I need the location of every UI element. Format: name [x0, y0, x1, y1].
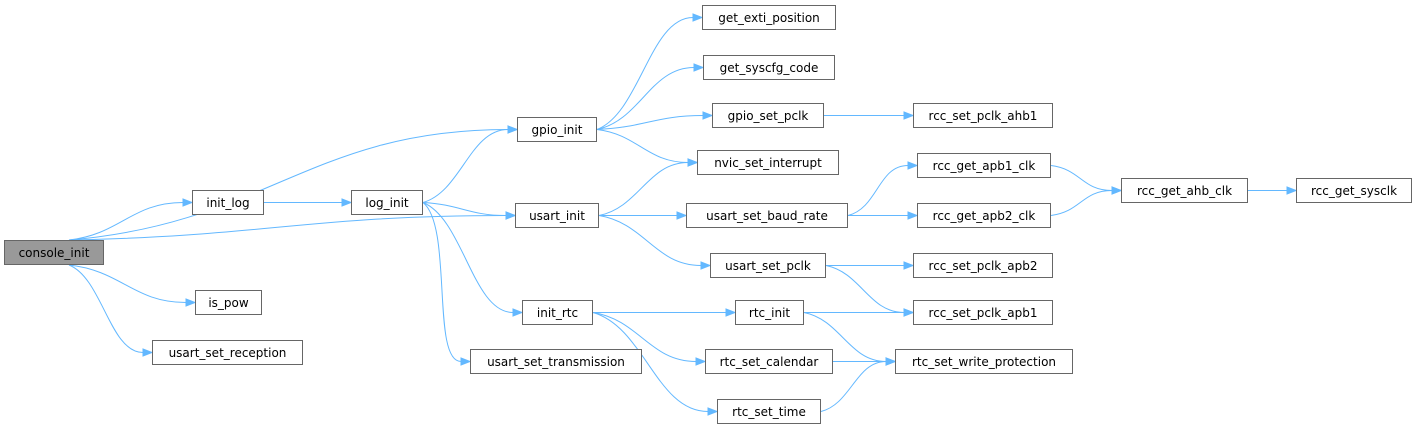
node-rcc_set_pclk_apb1[interactable]: rcc_set_pclk_apb1 — [913, 300, 1053, 325]
node-rtc_init[interactable]: rtc_init — [735, 300, 804, 325]
node-rtc_set_time[interactable]: rtc_set_time — [717, 399, 821, 424]
node-rcc_set_pclk_apb2[interactable]: rcc_set_pclk_apb2 — [913, 253, 1053, 278]
arrowhead-usart_init-to-nvic_set_interrupt — [687, 158, 699, 167]
arrowhead-init_rtc-to-rtc_set_calendar — [695, 357, 707, 366]
edge-log_init-to-gpio_init — [422, 129, 509, 203]
arrowhead-console_init-to-is_pow — [185, 298, 197, 307]
node-nvic_set_interrupt[interactable]: nvic_set_interrupt — [697, 150, 839, 175]
edge-usart_set_pclk-to-rcc_set_pclk_apb1 — [825, 265, 905, 313]
edge-gpio_init-to-gpio_set_pclk — [596, 115, 704, 130]
arrowhead-log_init-to-gpio_init — [507, 125, 519, 134]
arrowhead-console_init-to-usart_set_reception — [142, 348, 154, 357]
arrowhead-log_init-to-init_rtc — [512, 308, 524, 317]
node-usart_set_reception[interactable]: usart_set_reception — [152, 340, 303, 365]
edge-log_init-to-init_rtc — [422, 202, 514, 313]
arrowhead-rtc_init-to-rcc_set_pclk_apb1 — [903, 308, 915, 317]
arrowhead-usart_init-to-usart_set_baud_rate — [676, 211, 688, 220]
arrowhead-usart_set_pclk-to-rcc_set_pclk_apb2 — [903, 261, 915, 270]
node-rcc_set_pclk_ahb1[interactable]: rcc_set_pclk_ahb1 — [913, 103, 1053, 128]
arrowhead-gpio_init-to-get_exti_position — [692, 13, 704, 22]
edge-gpio_init-to-get_exti_position — [596, 17, 694, 130]
node-log_init[interactable]: log_init — [351, 190, 423, 215]
node-gpio_init[interactable]: gpio_init — [517, 117, 597, 142]
arrowhead-console_init-to-init_log — [182, 198, 194, 207]
arrowhead-rtc_set_time-to-rtc_set_write_protection — [885, 357, 897, 366]
node-rcc_get_ahb_clk[interactable]: rcc_get_ahb_clk — [1121, 178, 1248, 203]
edge-console_init-to-usart_set_reception — [68, 264, 144, 353]
node-usart_set_transmission[interactable]: usart_set_transmission — [470, 349, 642, 374]
node-init_rtc[interactable]: init_rtc — [522, 300, 593, 325]
edge-usart_init-to-nvic_set_interrupt — [598, 162, 689, 216]
node-is_pow[interactable]: is_pow — [195, 290, 262, 315]
edge-rcc_get_apb1_clk-to-rcc_get_ahb_clk — [1050, 165, 1113, 191]
node-get_syscfg_code[interactable]: get_syscfg_code — [703, 55, 835, 80]
node-init_log[interactable]: init_log — [192, 190, 264, 215]
edge-usart_init-to-usart_set_pclk — [598, 215, 702, 266]
edge-log_init-to-usart_init — [422, 202, 507, 216]
node-rcc_get_apb2_clk[interactable]: rcc_get_apb2_clk — [917, 203, 1051, 228]
node-usart_set_pclk[interactable]: usart_set_pclk — [710, 253, 826, 278]
node-gpio_set_pclk[interactable]: gpio_set_pclk — [712, 103, 824, 128]
arrowhead-log_init-to-usart_set_transmission — [460, 357, 472, 366]
node-rcc_get_apb1_clk[interactable]: rcc_get_apb1_clk — [917, 153, 1051, 178]
node-usart_init[interactable]: usart_init — [515, 203, 599, 228]
edge-init_rtc-to-rtc_set_time — [592, 312, 709, 412]
edge-gpio_init-to-get_syscfg_code — [596, 67, 695, 130]
arrowhead-gpio_set_pclk-to-rcc_set_pclk_ahb1 — [903, 111, 915, 120]
edge-log_init-to-usart_set_transmission — [422, 202, 462, 362]
edge-console_init-to-init_log — [68, 202, 184, 241]
arrowhead-init_log-to-log_init — [341, 198, 353, 207]
node-get_exti_position[interactable]: get_exti_position — [702, 5, 836, 30]
edge-console_init-to-usart_init — [68, 215, 507, 241]
edge-console_init-to-gpio_init — [68, 129, 509, 241]
node-rtc_set_calendar[interactable]: rtc_set_calendar — [705, 349, 833, 374]
node-console_init: console_init — [4, 240, 104, 265]
arrowhead-init_rtc-to-rtc_init — [725, 308, 737, 317]
arrowhead-usart_set_baud_rate-to-rcc_get_apb2_clk — [907, 211, 919, 220]
arrowhead-gpio_init-to-gpio_set_pclk — [702, 111, 714, 120]
arrowhead-rcc_get_ahb_clk-to-rcc_get_sysclk — [1286, 186, 1298, 195]
node-rtc_set_write_protection[interactable]: rtc_set_write_protection — [895, 349, 1073, 374]
edge-console_init-to-is_pow — [68, 264, 187, 303]
edge-rtc_init-to-rtc_set_write_protection — [803, 312, 887, 362]
edge-rtc_set_time-to-rtc_set_write_protection — [820, 361, 887, 412]
arrowhead-log_init-to-usart_init — [505, 211, 517, 220]
arrowhead-usart_init-to-usart_set_pclk — [700, 261, 712, 270]
arrowhead-gpio_init-to-get_syscfg_code — [693, 63, 705, 72]
arrowhead-rcc_get_apb2_clk-to-rcc_get_ahb_clk — [1111, 186, 1123, 195]
arrowhead-usart_set_baud_rate-to-rcc_get_apb1_clk — [907, 161, 919, 170]
edge-gpio_init-to-nvic_set_interrupt — [596, 129, 689, 163]
edge-usart_set_baud_rate-to-rcc_get_apb1_clk — [847, 165, 909, 216]
edge-rcc_get_apb2_clk-to-rcc_get_ahb_clk — [1050, 190, 1113, 216]
arrowhead-init_rtc-to-rtc_set_time — [707, 407, 719, 416]
node-rcc_get_sysclk[interactable]: rcc_get_sysclk — [1296, 178, 1412, 203]
edge-init_rtc-to-rtc_set_calendar — [592, 312, 697, 362]
node-usart_set_baud_rate[interactable]: usart_set_baud_rate — [686, 203, 848, 228]
